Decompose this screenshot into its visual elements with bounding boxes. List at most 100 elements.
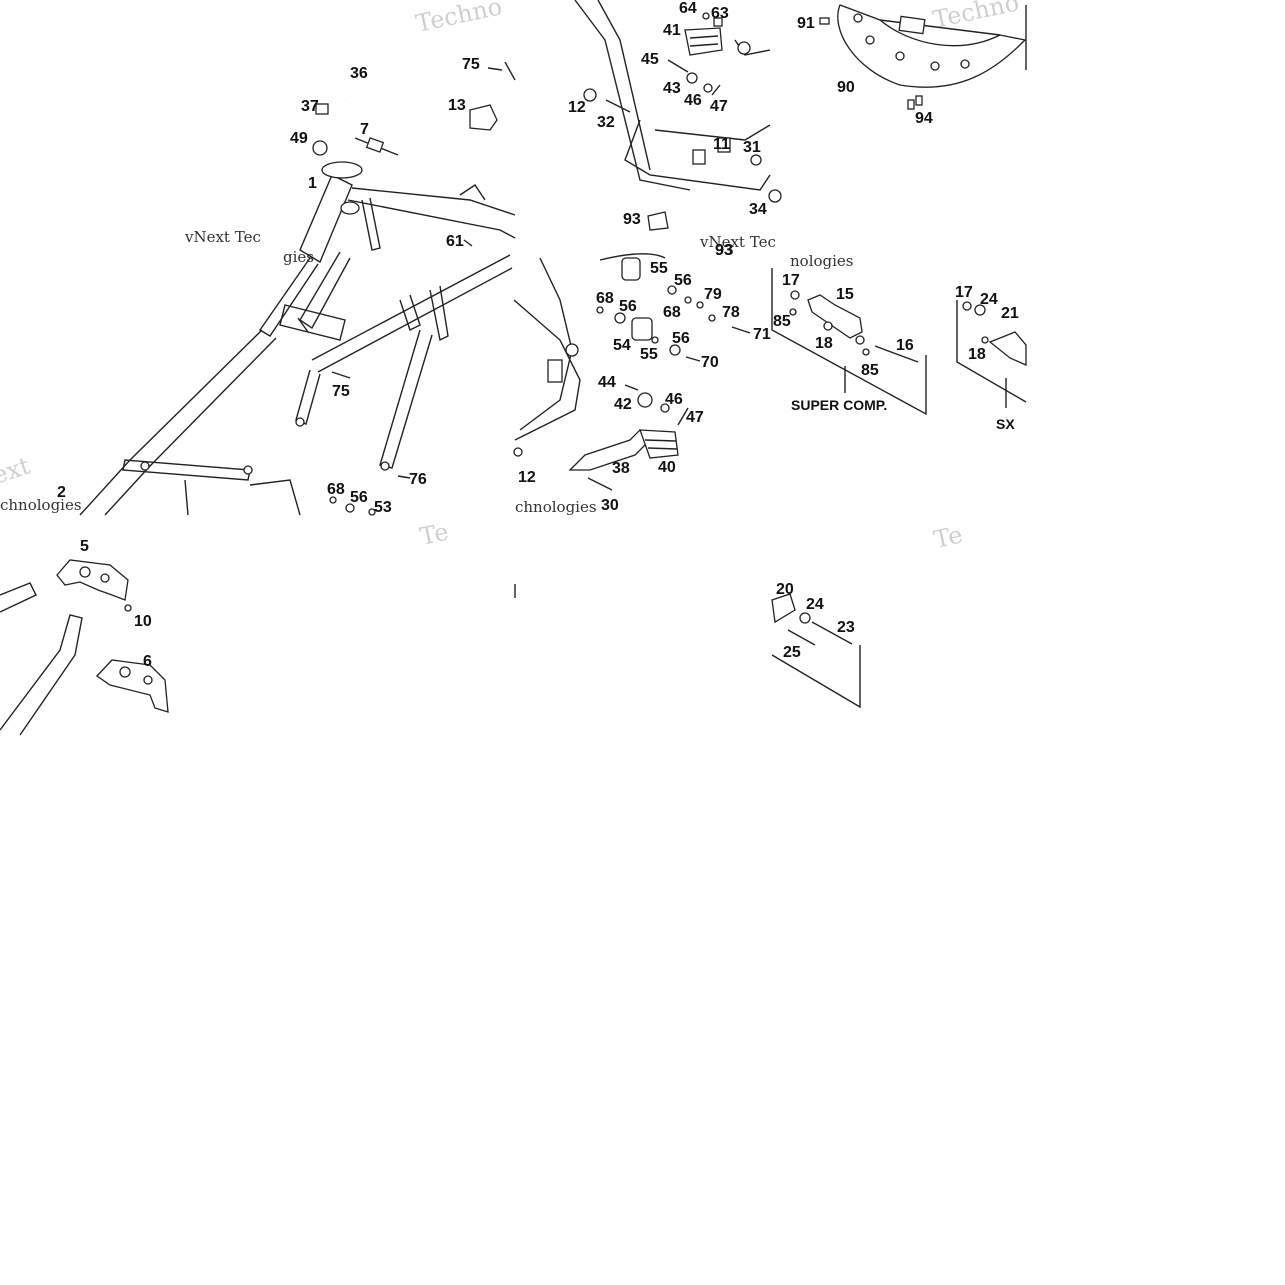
footpeg-41: [684, 27, 723, 56]
watermark: ext: [0, 451, 34, 489]
washer-68: [596, 306, 604, 314]
callout: 93: [623, 211, 641, 228]
callout: 70: [701, 354, 719, 371]
washer-68: [329, 496, 337, 504]
mount-right-tile: [956, 300, 1027, 408]
callout: 32: [597, 114, 615, 131]
nut-85b: [862, 348, 870, 356]
callout: 31: [743, 139, 761, 156]
callout: 17: [782, 272, 800, 289]
frame-tile: [79, 54, 516, 516]
callout: 56: [619, 298, 637, 315]
bolt-70: [685, 356, 701, 362]
callout: 68: [327, 481, 345, 498]
down-tube: [258, 257, 319, 337]
callout: 7: [360, 121, 369, 138]
head-tube: [299, 174, 353, 264]
callout: 55: [650, 260, 668, 277]
left-spar-inner: [104, 337, 277, 516]
washer-79: [696, 301, 704, 309]
frame-leg-right: [379, 329, 433, 469]
bush-12: [583, 88, 597, 102]
variant-caption-sx: SX: [996, 416, 1015, 432]
bolt-94: [907, 99, 915, 110]
peg-teeth: [689, 35, 719, 47]
leg-eye: [295, 417, 305, 427]
boss: [547, 359, 563, 383]
callout: 40: [658, 459, 676, 476]
skid-plate-tile: [819, 4, 1027, 110]
engine-guard-tile: [574, 0, 782, 231]
callout: 17: [955, 284, 973, 301]
bush-11b: [717, 137, 731, 153]
washer-64: [702, 12, 710, 20]
skid-hole: [930, 61, 940, 71]
callout: 90: [837, 79, 855, 96]
top-tube-lower: [347, 199, 516, 239]
nut-63: [713, 17, 723, 27]
callout: 79: [704, 286, 722, 303]
pin-47: [711, 84, 721, 96]
hose-36-inner: [344, 54, 391, 103]
callout: 11: [713, 136, 730, 153]
down-tube-2: [299, 251, 351, 330]
end-34: [768, 189, 782, 203]
watermark-layer: Techno Techno vNext Tec gies vNext Tec n…: [0, 0, 1021, 554]
skid-plate-90: [837, 4, 1027, 88]
bolt-76: [397, 475, 411, 479]
callout: 85: [861, 362, 879, 379]
callout: 56: [350, 489, 368, 506]
bolt-30: [587, 477, 613, 491]
nipple-37: [315, 103, 329, 115]
bush-18b: [855, 335, 865, 345]
bolt-set-tile: [514, 584, 861, 709]
callout: 55: [640, 346, 658, 363]
callout: 18: [968, 346, 986, 363]
callout: 76: [409, 471, 427, 488]
watermark: chnologies: [515, 498, 597, 516]
bracket-frame: [956, 300, 1027, 403]
washer-24: [799, 612, 811, 624]
pin-47: [677, 407, 689, 426]
bush-56: [345, 503, 355, 513]
bush-56c: [669, 344, 681, 356]
callout: 13: [448, 97, 466, 114]
callout: 1: [308, 175, 317, 192]
bolt-25: [787, 629, 816, 646]
watermark: 93: [715, 241, 734, 259]
callout: 68: [663, 304, 681, 321]
engine-plates-tile: [0, 559, 169, 736]
callout: 93: [715, 242, 733, 259]
bush-18: [823, 321, 833, 331]
plate-hole: [100, 573, 110, 583]
fitting-61: [463, 239, 473, 247]
callout: 47: [710, 98, 728, 115]
pivot: [565, 343, 579, 357]
callout: 37: [301, 98, 319, 115]
watermark: Te: [417, 518, 451, 551]
callout: 36: [350, 65, 368, 82]
callout: 15: [836, 286, 854, 303]
bracket-frame: [771, 268, 927, 416]
callout-layer: 1 2 5 6 7 10 11 12 12 13 15 16 17 17 18 …: [57, 0, 1019, 670]
callout: 10: [134, 613, 152, 630]
callout: 12: [568, 99, 586, 116]
right-rail: [311, 254, 511, 361]
callout: 75: [332, 383, 350, 400]
bracket-13: [469, 104, 498, 131]
skid-hole: [865, 35, 875, 45]
callout: 85: [773, 313, 791, 330]
watermark: Techno: [930, 0, 1021, 34]
pin-45: [667, 59, 689, 73]
callout: 41: [663, 22, 681, 39]
pivot-eye: [737, 41, 751, 55]
callout: 56: [672, 330, 690, 347]
cap-49: [312, 140, 328, 156]
bush-54: [631, 317, 653, 341]
guard-loop: [624, 119, 771, 191]
callout: 91: [797, 15, 815, 32]
callout: 61: [446, 233, 464, 250]
washer-17: [962, 301, 972, 311]
watermark: chnologies: [0, 496, 82, 514]
callout: 42: [614, 396, 632, 413]
